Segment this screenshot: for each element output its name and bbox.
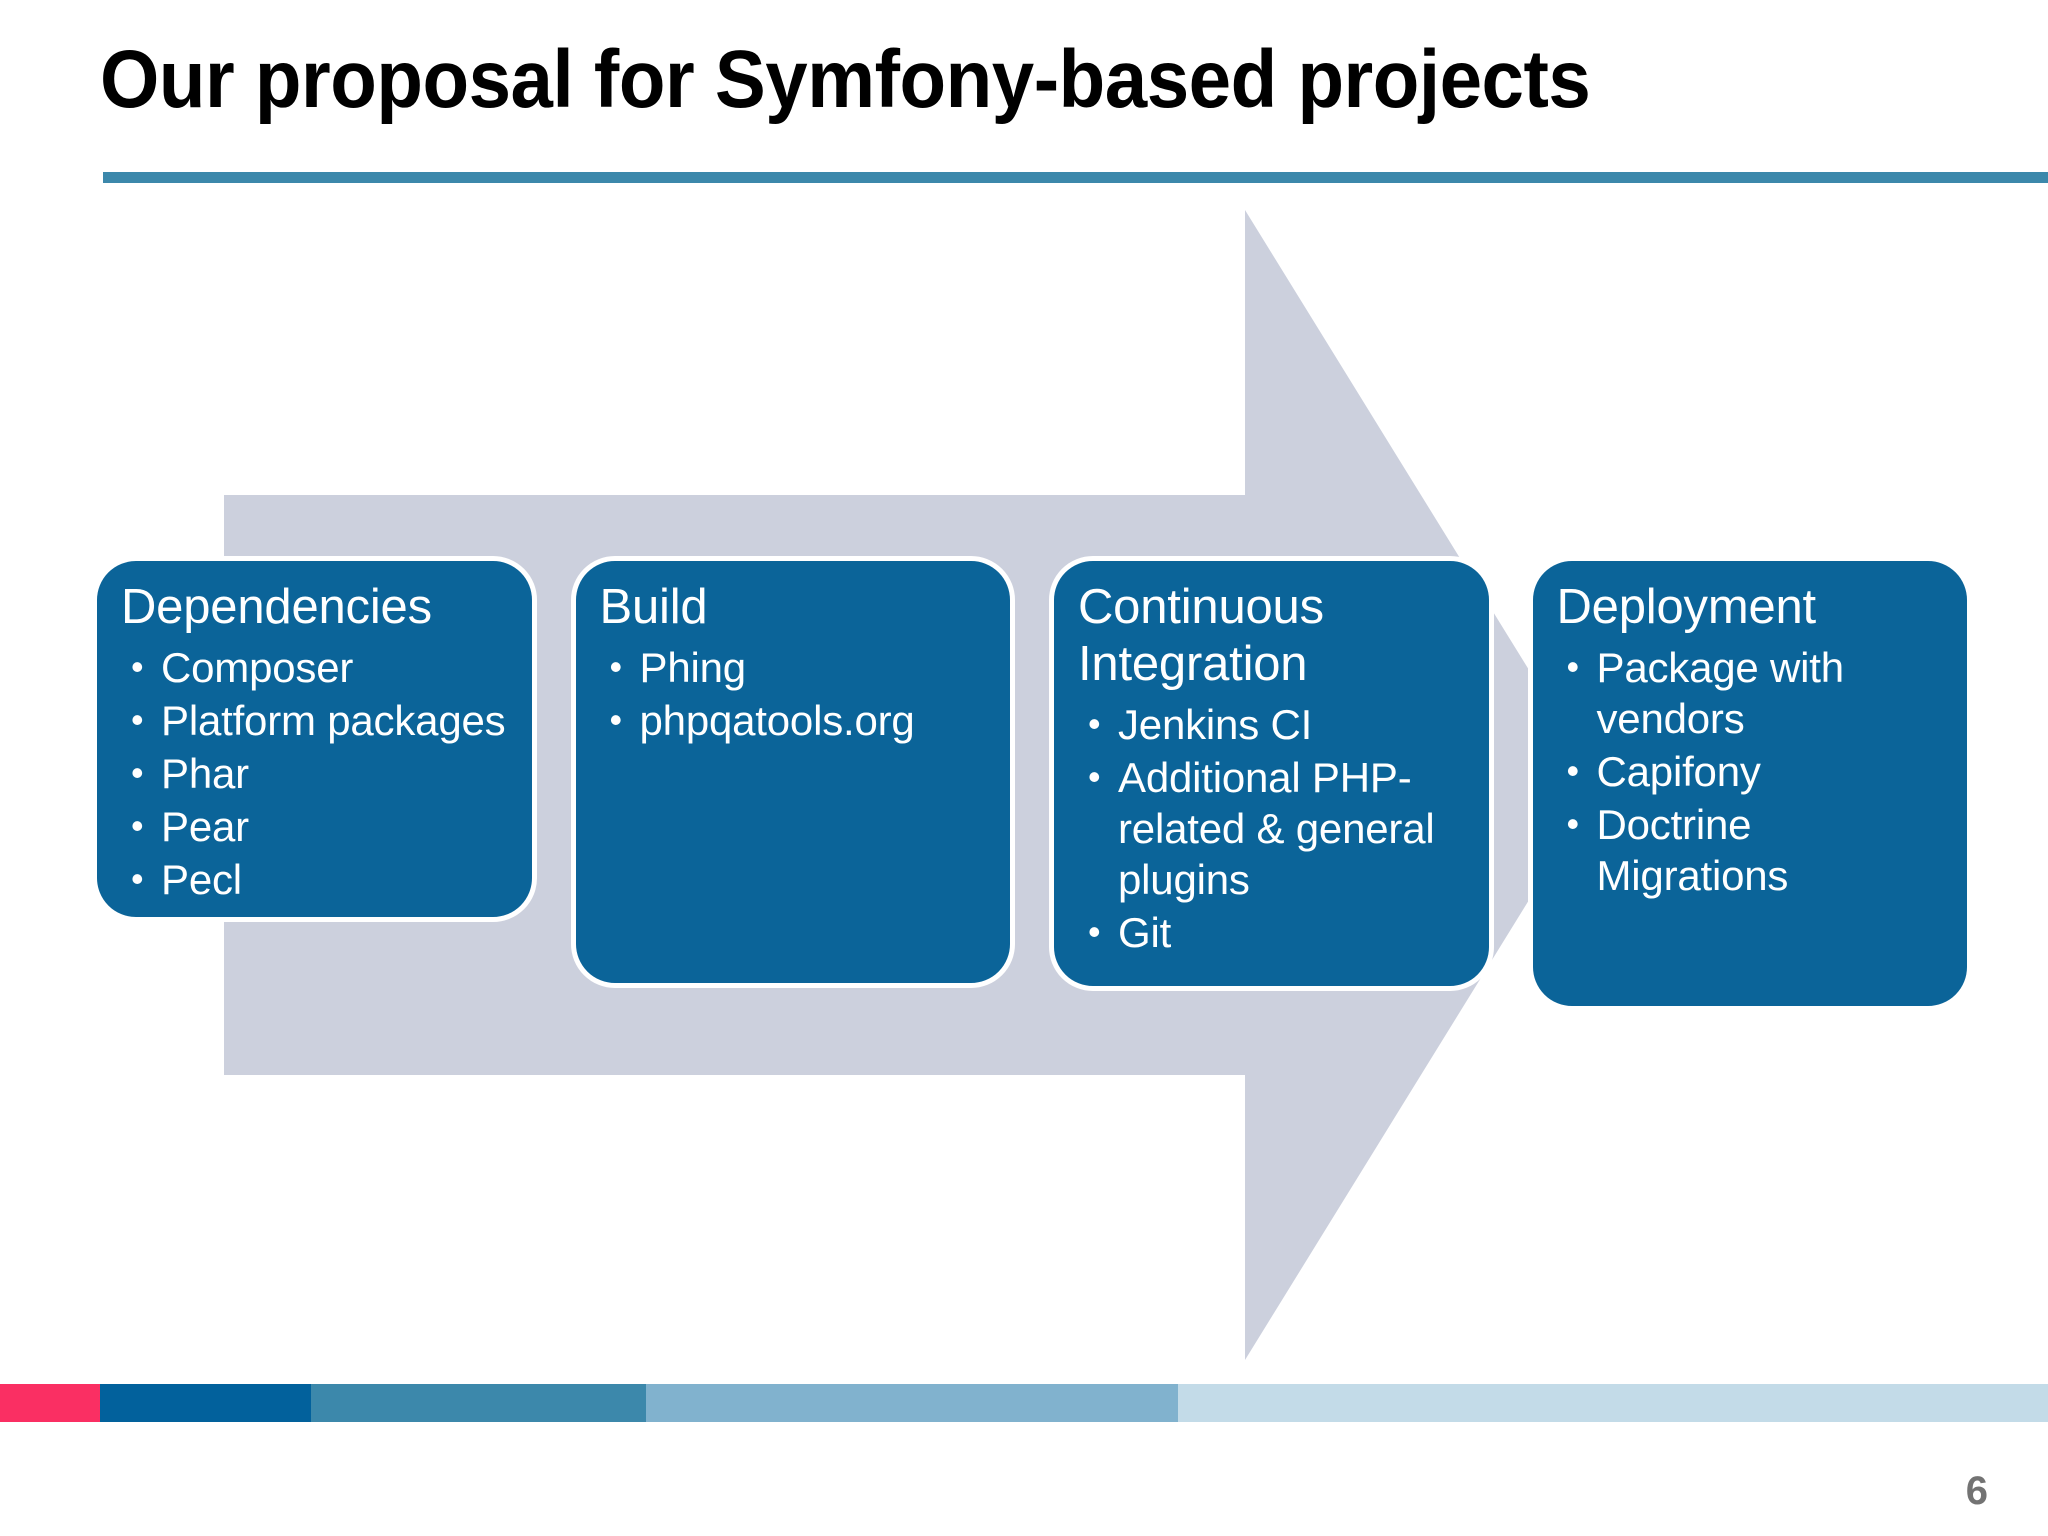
footer-color-segment-0 <box>0 1384 100 1422</box>
process-box-row: Dependencies Composer Platform packages … <box>92 556 1972 1016</box>
list-item: Package with vendors <box>1555 641 1946 744</box>
footer-color-bar <box>0 1384 2048 1422</box>
list-item: Git <box>1076 906 1467 958</box>
process-box-continuous-integration[interactable]: Continuous Integration Jenkins CI Additi… <box>1049 556 1494 991</box>
footer-color-segment-3 <box>646 1384 1178 1422</box>
box-heading: Build <box>599 580 708 634</box>
box-bullet-list: Phing phpqatools.org <box>598 641 989 746</box>
footer-color-segment-1 <box>100 1384 311 1422</box>
page-number: 6 <box>1965 1469 1988 1513</box>
list-item: Phing <box>598 641 989 693</box>
list-item: Capifony <box>1555 745 1946 797</box>
list-item: phpqatools.org <box>598 694 989 746</box>
list-item: Composer <box>119 641 510 693</box>
process-box-deployment[interactable]: Deployment Package with vendors Capifony… <box>1527 556 1972 1011</box>
list-item: Jenkins CI <box>1076 698 1467 750</box>
box-bullet-list: Composer Platform packages Phar Pear Pec… <box>119 641 510 905</box>
title-divider <box>103 172 2048 183</box>
footer-color-segment-2 <box>311 1384 646 1422</box>
box-bullet-list: Jenkins CI Additional PHP-related & gene… <box>1076 698 1467 958</box>
list-item: Pecl <box>119 853 510 905</box>
list-item: Additional PHP-related & general plugins <box>1076 751 1467 905</box>
list-item: Platform packages <box>119 694 510 746</box>
process-box-dependencies[interactable]: Dependencies Composer Platform packages … <box>92 556 537 922</box>
box-heading: Deployment <box>1556 580 1817 634</box>
process-box-build[interactable]: Build Phing phpqatools.org <box>570 556 1015 988</box>
box-bullet-list: Package with vendors Capifony Doctrine M… <box>1555 641 1946 901</box>
page-title: Our proposal for Symfony-based projects <box>100 34 1591 125</box>
box-heading: Continuous Integration <box>1078 580 1324 691</box>
footer-color-segment-4 <box>1178 1384 2048 1422</box>
box-heading: Dependencies <box>121 580 432 634</box>
list-item: Phar <box>119 747 510 799</box>
list-item: Doctrine Migrations <box>1555 798 1946 901</box>
list-item: Pear <box>119 800 510 852</box>
